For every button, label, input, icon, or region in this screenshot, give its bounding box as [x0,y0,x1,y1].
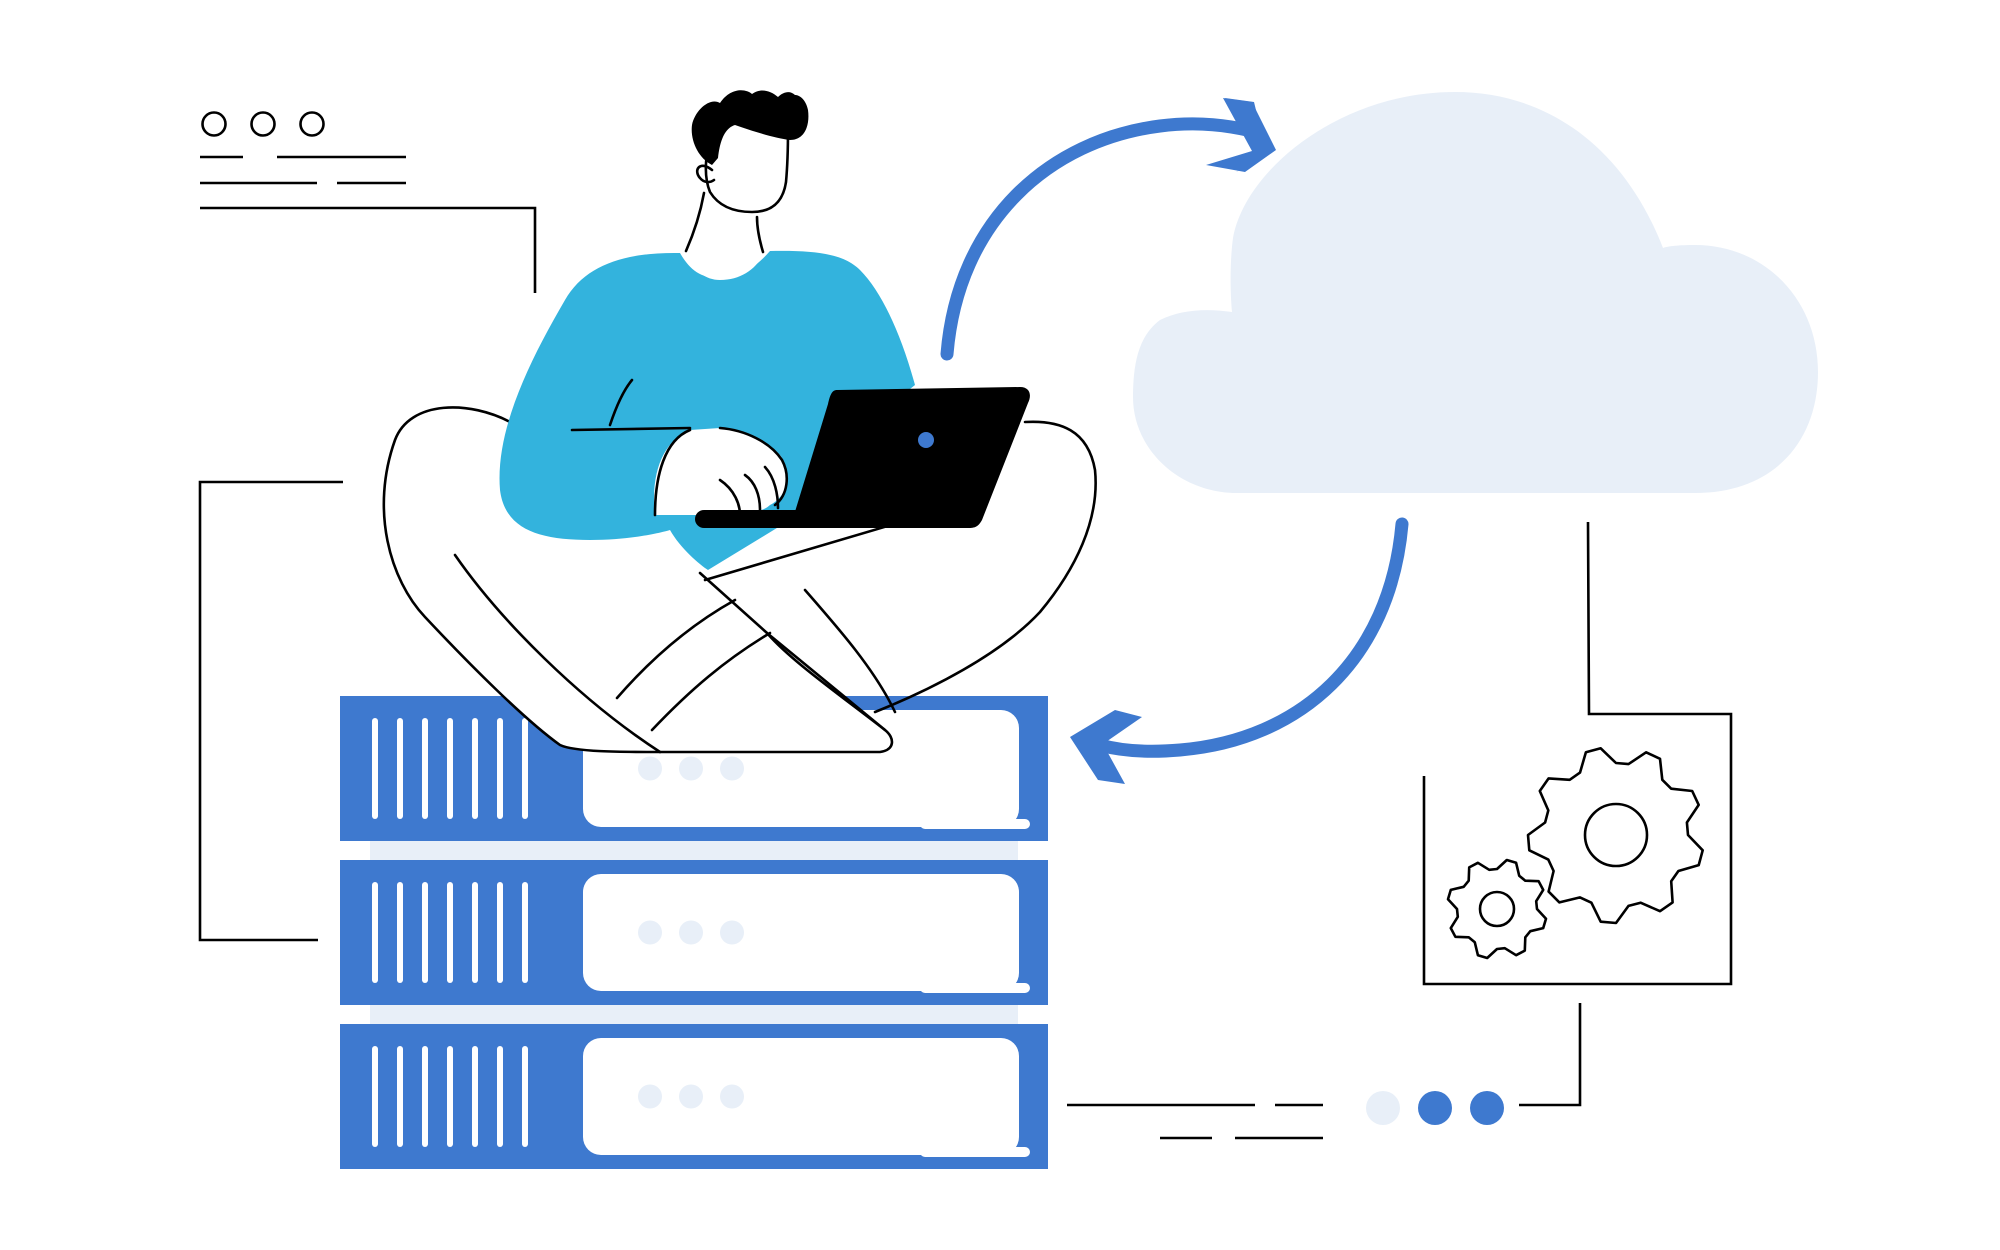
connector-line [200,206,537,293]
indicator-dot [679,920,703,945]
arm [653,426,789,517]
vent-slot [447,882,453,983]
server-rack-icon [340,696,1048,1169]
gears-icon [1446,747,1704,960]
vent-slot [397,882,403,983]
vent-slot [397,1046,403,1147]
server-unit-panel [583,874,1019,991]
hair [691,90,809,165]
vent-slot [372,882,378,983]
vent-slot [447,718,453,819]
indicator-dot [679,1084,703,1109]
laptop-logo-dot [918,432,934,448]
status-dot-inactive [1366,1091,1400,1125]
vent-slot [522,882,528,983]
panel-edge [920,819,1030,829]
gear-small-icon [1446,858,1548,960]
status-dot-active [1418,1091,1452,1125]
vent-slot [472,882,478,983]
server-unit [340,1024,1048,1169]
vent-slot [372,718,378,819]
vent-slot [397,718,403,819]
connector-line [1519,1003,1582,1107]
person-illustration [382,90,1097,754]
window-dots-icon [201,111,325,137]
vent-slot [472,718,478,819]
indicator-dot [720,1084,744,1109]
vent-slot [497,882,503,983]
indicator-dot [720,920,744,945]
head [684,90,809,280]
vent-slot [422,882,428,983]
indicator-dot [638,756,662,781]
rack-spacer [370,1005,1018,1024]
indicator-dot [720,756,744,781]
laptop-icon [695,387,1030,528]
gear-large-icon [1526,747,1704,925]
vent-slot [497,718,503,819]
connector-line [1422,521,1733,986]
indicator-dot [638,1084,662,1109]
vent-slot [497,1046,503,1147]
sync-arrow-icon [940,98,1276,361]
vent-slot [422,718,428,819]
sync-arrow-icon [1070,517,1409,784]
vent-slot [522,718,528,819]
rack-spacer [370,841,1018,860]
status-dot-active [1470,1091,1504,1125]
text-lines-decoration [200,155,406,185]
status-line-decoration [1067,1103,1323,1140]
vent-slot [522,1046,528,1147]
connector-line [198,480,343,942]
vent-slot [447,1046,453,1147]
vent-slot [372,1046,378,1147]
indicator-dot [638,920,662,945]
server-unit-panel [583,1038,1019,1155]
indicator-dot [679,756,703,781]
cloud-icon [1133,92,1818,493]
vent-slot [422,1046,428,1147]
server-unit [340,860,1048,1005]
panel-edge [920,1147,1030,1157]
vent-slot [472,1046,478,1147]
status-dots [1366,1091,1504,1125]
panel-edge [920,983,1030,993]
